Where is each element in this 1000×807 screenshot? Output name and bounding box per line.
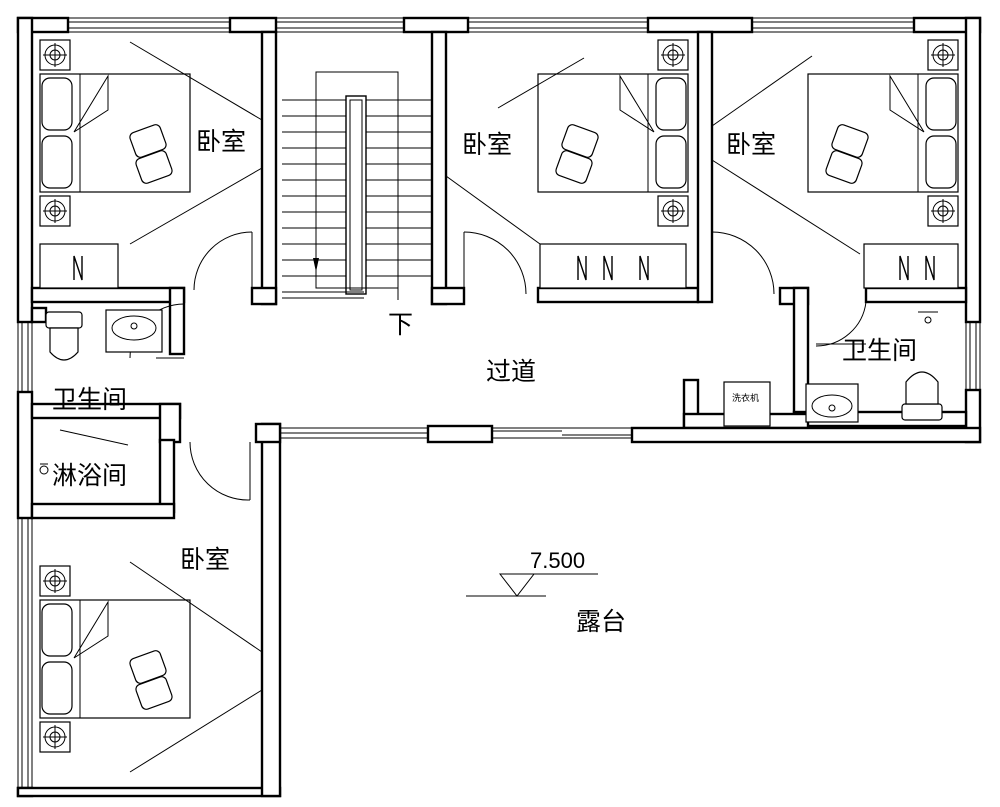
washing-machine-label: 洗衣机 [732, 392, 759, 404]
window-corridor-terrace [277, 427, 429, 439]
diagonal-lines [129, 41, 861, 773]
shower-icon [39, 463, 49, 475]
room-label-bedroom-bottom-left: 卧室 [180, 545, 230, 574]
toilet-icon [45, 311, 83, 361]
window-top-middle [467, 17, 649, 33]
door-bottom-left-bedroom [189, 441, 251, 501]
room-label-bedroom-top-left: 卧室 [196, 127, 246, 156]
window-right-bathroom [965, 321, 981, 391]
bed-icon [39, 565, 191, 753]
elevation-value: 7.500 [530, 548, 585, 573]
window-top-left [67, 17, 231, 33]
room-label-bedroom-top-middle: 卧室 [462, 130, 512, 159]
toilet-icon [901, 371, 943, 421]
wardrobe-icon [539, 243, 687, 289]
washing-machine-icon: 洗衣机 [723, 381, 771, 427]
door-shower-room [59, 429, 129, 446]
window-top-right [751, 17, 915, 33]
elevation-marker-icon: 7.500 [466, 548, 598, 597]
sliding-door-terrace [491, 427, 633, 439]
bed-icon [537, 39, 689, 227]
bed-icon [39, 39, 191, 227]
room-label-bathroom-right: 卫生间 [842, 336, 917, 365]
stair-arrow-icon [313, 258, 319, 272]
stair-direction-label: 下 [388, 310, 413, 339]
shower-icon [918, 311, 938, 324]
wardrobe-icon [863, 243, 959, 289]
door-right-bathroom [815, 301, 867, 347]
room-label-terrace: 露台 [576, 607, 626, 636]
room-label-bathroom-left: 卫生间 [52, 385, 127, 414]
washbasin-icon [105, 309, 163, 353]
window-left-bedroom [17, 517, 33, 789]
washbasin-icon [805, 383, 859, 423]
bed-icon [807, 39, 959, 227]
wardrobe-icon [39, 243, 119, 289]
walls [16, 16, 982, 798]
staircase [282, 71, 432, 300]
door-top-middle-bedroom [463, 231, 527, 295]
room-labels: 卧室 卧室 卧室 卧室 卫生间 卫生间 淋浴间 过道 露台 下 [52, 127, 917, 636]
door-top-right-bedroom [711, 231, 775, 295]
window-left-bathroom [17, 321, 33, 393]
room-label-bedroom-top-right: 卧室 [726, 130, 776, 159]
stair-treads [282, 99, 432, 277]
doors [59, 231, 867, 501]
room-label-corridor: 过道 [486, 357, 536, 386]
window-top-stair [275, 17, 405, 33]
door-top-left-bedroom [193, 231, 253, 291]
room-label-shower-room: 淋浴间 [52, 461, 127, 490]
